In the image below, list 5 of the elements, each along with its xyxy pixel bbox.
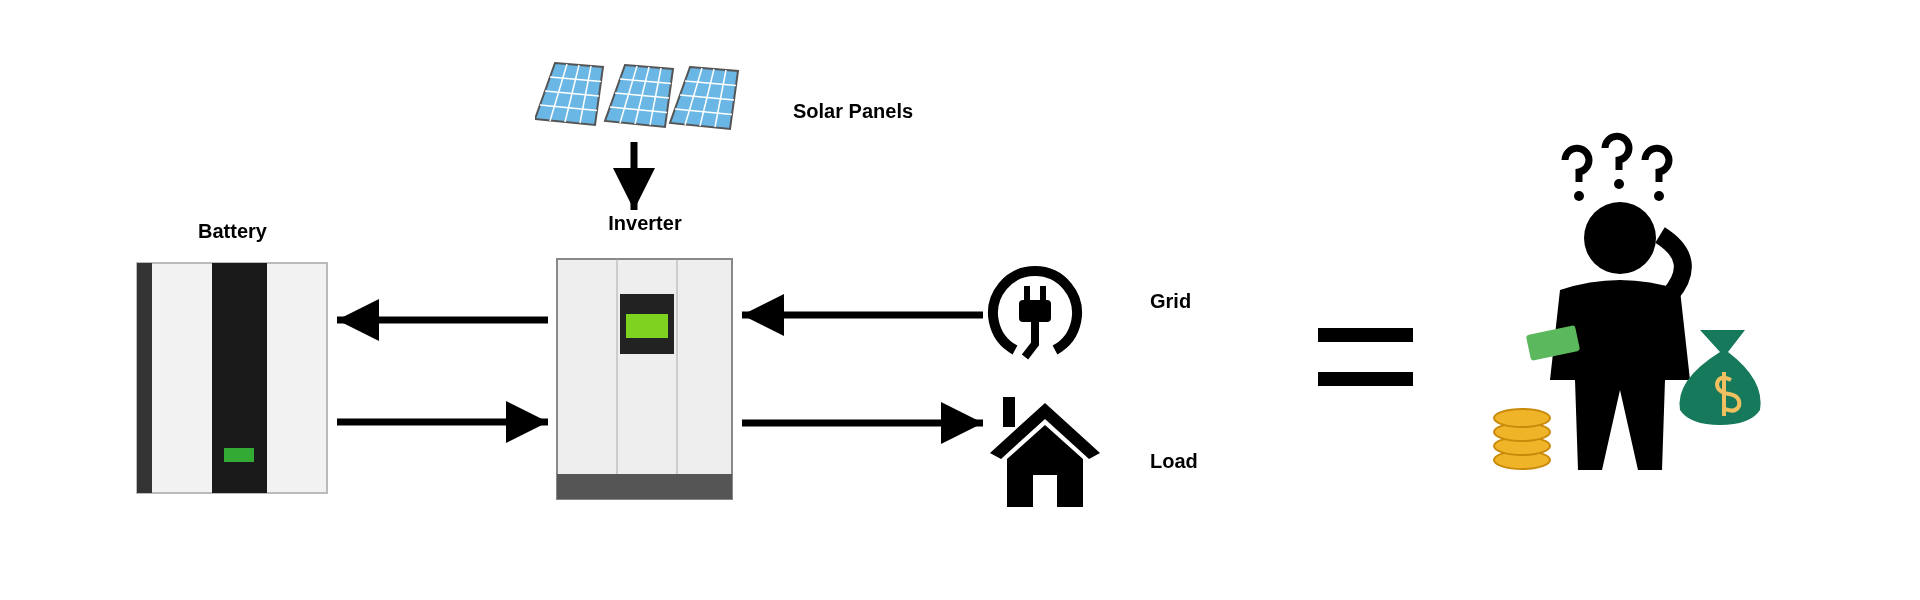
node-label: Inverter bbox=[607, 212, 683, 235]
node-label: Battery bbox=[197, 220, 268, 243]
node-label: Solar Panels bbox=[793, 100, 914, 123]
node-label: Grid bbox=[1150, 290, 1192, 313]
node-label: Load bbox=[1150, 450, 1198, 473]
